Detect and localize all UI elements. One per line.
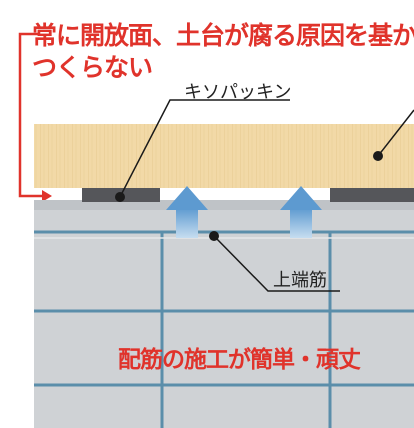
wood-sill [34,124,414,188]
leader-dot-icon [115,192,125,202]
concrete-foundation [34,200,414,428]
leader-dot-icon [209,231,219,241]
leader-dot-icon [373,151,383,161]
foundation-pad [330,188,414,202]
foundation-pad-label: キソパッキン [184,82,292,103]
rebar-leader-line [213,235,340,292]
caption-text: 配筋の施工が簡単・頑丈 [118,347,361,373]
headline-line-2: つくらない [32,53,153,82]
pad-leader-line [119,99,290,198]
up-arrow-icon [166,186,208,238]
top-rebar-label: 上端筋 [273,270,327,291]
red-bracket [18,32,42,198]
headline-line-1: 常に開放面、土台が腐る原因を基から [32,21,414,50]
sill-leader-line [377,109,414,157]
red-bracket-arrowhead-icon [42,190,52,202]
concrete-top-edge [34,200,414,210]
up-arrow-icon [280,186,322,238]
rebar-grid [34,230,414,428]
